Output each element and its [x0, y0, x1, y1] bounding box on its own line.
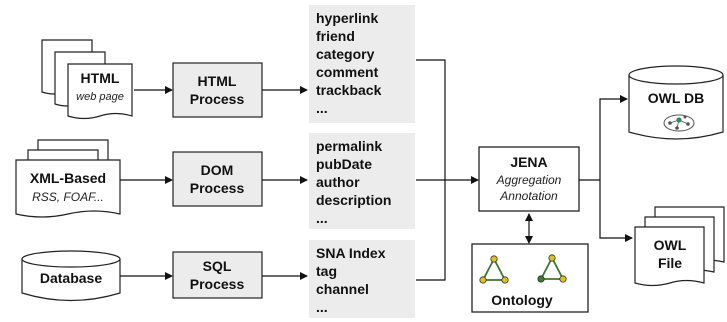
- html-doc-title: HTML: [81, 70, 120, 86]
- xml-doc-subtitle: RSS, FOAF...: [32, 190, 104, 204]
- jena-box: JENA Aggregation Annotation: [478, 146, 580, 212]
- field-item: description: [316, 192, 391, 208]
- html-process-line2: Process: [190, 91, 245, 107]
- html-process-line1: HTML: [198, 73, 237, 89]
- field-item: tag: [316, 263, 337, 279]
- field-item: category: [316, 46, 375, 62]
- field-item: ...: [316, 299, 328, 315]
- merge-connector: [416, 59, 479, 281]
- sql-process-box: SQL Process: [172, 251, 263, 299]
- owl-db-label: OWL DB: [648, 90, 705, 106]
- owl-db-cylinder: OWL DB: [628, 65, 724, 140]
- owl-file-stack: OWL File: [634, 206, 725, 287]
- database-cylinder: Database: [21, 250, 121, 302]
- field-item: permalink: [316, 138, 382, 154]
- field-item: author: [316, 174, 360, 190]
- sql-process-line1: SQL: [203, 258, 232, 274]
- field-item: ...: [316, 100, 328, 116]
- owl-file-label1: OWL: [654, 237, 687, 253]
- field-item: trackback: [316, 82, 382, 98]
- html-document-stack: HTML web page: [41, 39, 133, 120]
- html-process-box: HTML Process: [172, 62, 263, 118]
- jena-annotation: Annotation: [499, 189, 558, 203]
- field-item: pubDate: [316, 156, 372, 172]
- field-item: comment: [316, 64, 379, 80]
- ontology-label: Ontology: [491, 292, 553, 308]
- owl-file-label2: File: [658, 255, 682, 271]
- field-item: channel: [316, 281, 369, 297]
- ontology-box: Ontology: [471, 243, 589, 313]
- jena-aggregation: Aggregation: [496, 173, 562, 187]
- sql-process-line2: Process: [190, 276, 245, 292]
- dom-process-line2: Process: [190, 180, 245, 196]
- jena-title: JENA: [510, 154, 547, 170]
- ontology-graph-icon: [479, 254, 567, 284]
- xml-doc-title: XML-Based: [30, 170, 106, 186]
- dom-fields-list: permalink pubDate author description ...: [309, 133, 415, 229]
- html-fields-list: hyperlink friend category comment trackb…: [309, 5, 415, 123]
- field-item: SNA Index: [316, 245, 386, 261]
- network-icon: [663, 114, 695, 132]
- dom-process-line1: DOM: [201, 162, 234, 178]
- field-item: hyperlink: [316, 10, 378, 26]
- field-item: friend: [316, 28, 355, 44]
- database-label: Database: [40, 270, 102, 286]
- dom-process-box: DOM Process: [172, 151, 263, 207]
- field-item: ...: [316, 210, 328, 226]
- sql-fields-list: SNA Index tag channel ...: [309, 240, 415, 318]
- html-doc-subtitle: web page: [76, 91, 124, 103]
- xml-document-stack: XML-Based RSS, FOAF...: [15, 139, 121, 218]
- output-connector: [579, 95, 633, 242]
